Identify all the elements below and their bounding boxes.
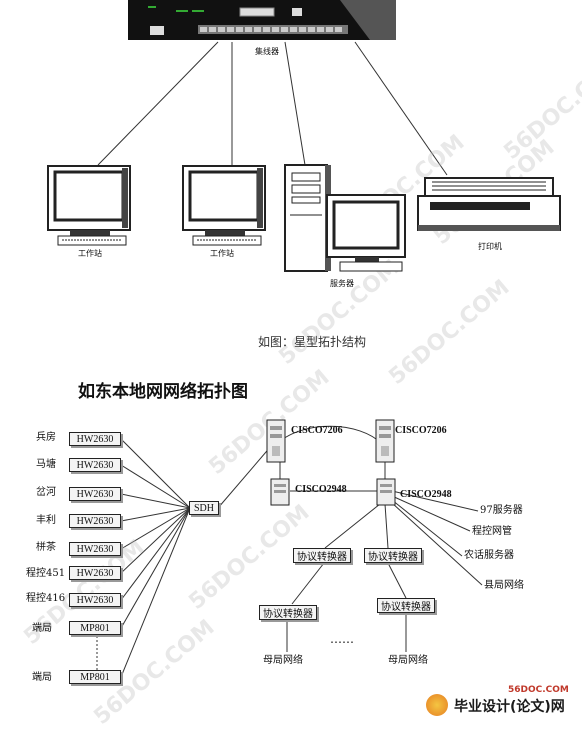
device-box: HW2630: [69, 458, 121, 472]
ellipsis: ……: [330, 632, 354, 646]
site-logo: 56DOC.COM 毕业设计(论文)网: [426, 686, 576, 718]
protocol-converter: 协议转换器: [364, 548, 422, 563]
site-label: 程控416: [26, 593, 66, 604]
cisco2948-right-label: CISCO2948: [400, 489, 452, 500]
service-label: 97服务器: [480, 505, 523, 516]
device-box: HW2630: [69, 566, 121, 580]
device-box: HW2630: [69, 432, 121, 446]
logo-brand: 毕业设计(论文)网: [454, 699, 565, 715]
site-label: 岔河: [36, 487, 56, 498]
cisco7206-right-label: CISCO7206: [395, 425, 447, 436]
device-box: HW2630: [69, 542, 121, 556]
printer-label: 打印机: [478, 242, 502, 251]
site-label: 马塘: [36, 459, 56, 470]
star-caption: 如图：星型拓扑结构: [258, 335, 367, 349]
workstation-1-label: 工作站: [78, 249, 102, 258]
cisco7206-left-label: CISCO7206: [291, 425, 343, 436]
cisco2948-left-label: CISCO2948: [295, 484, 347, 495]
parent-network-label: 母局网络: [388, 655, 428, 666]
site-label: 栟茶: [36, 542, 56, 553]
site-label: 丰利: [36, 515, 56, 526]
site-label: 兵房: [36, 432, 56, 443]
service-label: 农话服务器: [464, 550, 514, 561]
sdh-node: SDH: [189, 501, 219, 515]
site-label: 程控451: [26, 568, 66, 579]
workstation-2-label: 工作站: [210, 249, 234, 258]
logo-emblem-icon: [426, 694, 448, 716]
device-box: HW2630: [69, 487, 121, 501]
site-label: 端局: [32, 672, 52, 683]
server-label: 服务器: [330, 279, 354, 288]
service-label: 县局网络: [484, 580, 524, 591]
parent-network-label: 母局网络: [263, 655, 303, 666]
protocol-converter: 协议转换器: [293, 548, 351, 563]
device-box: MP801: [69, 621, 121, 635]
lan-title: 如东本地网网络拓扑图: [78, 382, 248, 402]
protocol-converter: 协议转换器: [377, 598, 435, 613]
service-label: 程控网管: [472, 526, 512, 537]
site-label: 端局: [32, 623, 52, 634]
device-box: HW2630: [69, 593, 121, 607]
device-box: MP801: [69, 670, 121, 684]
device-box: HW2630: [69, 514, 121, 528]
logo-site: 56DOC.COM: [508, 685, 569, 695]
hub-label: 集线器: [255, 47, 279, 56]
protocol-converter: 协议转换器: [259, 605, 317, 620]
